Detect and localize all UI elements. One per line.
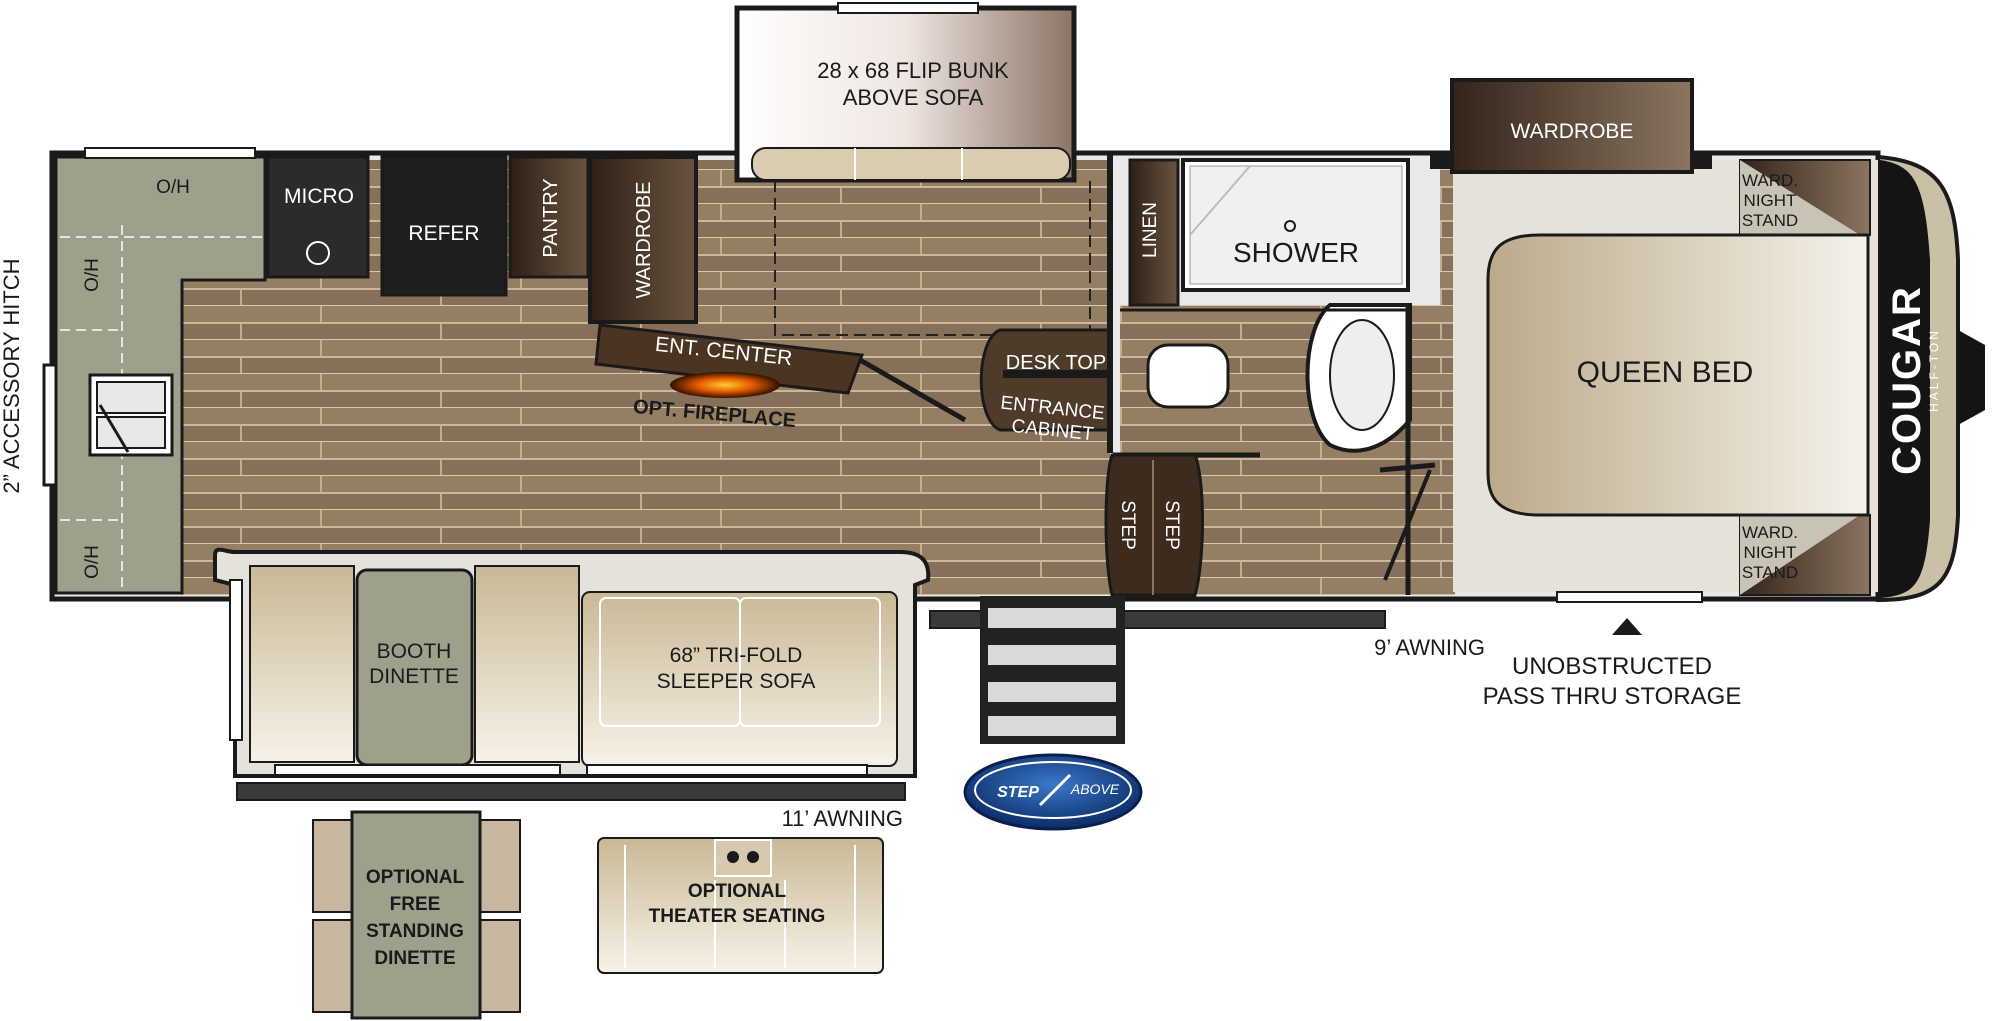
label-pass-thru-storage-2: PASS THRU STORAGE [1483,683,1742,710]
linen-closet [1128,158,1180,307]
toilet [1146,343,1230,409]
entry-steps [980,596,1125,744]
label-optional-dinette: OPTIONAL [366,867,465,888]
label-refer: REFER [408,222,479,245]
label-ward-night-stand-bot: WARD. [1742,523,1798,542]
label-oh-top: O/H [156,177,190,198]
hall-floor [1440,160,1455,595]
label-ward-night-stand-top-3: STAND [1742,211,1798,230]
label-ward-night-stand-top-2: NIGHT [1744,191,1797,210]
label-awning-9: 9’ AWNING [1374,635,1485,660]
step-above-logo [963,753,1143,831]
label-pantry: PANTRY [540,178,562,257]
label-flip-bunk-2: ABOVE SOFA [843,85,984,110]
shower-drain-icon [1284,220,1296,232]
step-above-logo-text-2: ABOVE [1070,781,1120,797]
label-booth-dinette: BOOTH [377,640,452,663]
label-optional-dinette-2: FREE [390,894,441,915]
label-sleeper-sofa-2: SLEEPER SOFA [657,670,816,693]
awning-11 [236,782,906,801]
bedroom-steps [1104,453,1204,597]
label-sleeper-sofa: 68” TRI-FOLD [670,644,803,667]
label-step-2: STEP [1161,500,1182,550]
label-bedroom-wardrobe: WARDROBE [1511,120,1634,143]
label-booth-dinette-2: DINETTE [369,665,459,688]
cup-holder-icon [747,851,759,863]
cooktop-burner-icon [306,241,330,265]
label-optional-theater: OPTIONAL [688,881,787,902]
label-flip-bunk: 28 x 68 FLIP BUNK [817,58,1009,83]
living-wardrobe [588,155,698,324]
label-step-1: STEP [1117,500,1138,550]
optional-dinette [312,810,521,1020]
cup-holder-icon [727,851,739,863]
label-oh-left-upper: O/H [82,258,103,292]
microwave [266,155,370,279]
label-shower: SHOWER [1233,237,1359,268]
label-awning-11: 11’ AWNING [782,806,903,831]
label-queen-bed: QUEEN BED [1577,356,1754,389]
label-living-wardrobe: WARDROBE [633,181,655,298]
label-optional-theater-2: THEATER SEATING [649,906,826,927]
label-desk-top: DESK TOP [1006,352,1106,374]
label-ward-night-stand-bot-2: NIGHT [1744,543,1797,562]
label-linen: LINEN [1140,202,1161,258]
entertainment-center [594,323,865,395]
brand-logo-subtext: HALF-TON [1927,328,1941,412]
label-optional-dinette-3: STANDING [366,921,464,942]
bedroom [1430,78,1878,635]
label-accessory-hitch: 2” ACCESSORY HITCH [0,258,24,493]
rear-slide [213,547,931,801]
label-pass-thru-storage: UNOBSTRUCTED [1512,653,1712,680]
pantry [508,155,590,279]
queen-bed [1486,233,1870,517]
refrigerator [380,155,508,297]
flip-bunk-slide [734,2,1091,336]
label-micro: MICRO [284,185,354,208]
entrance-cabinet [979,328,1112,432]
fireplace-icon [670,372,780,398]
optional-theater-seating [597,837,884,974]
brand-logo-text: COUGAR [1885,285,1929,475]
label-ward-night-stand-bot-3: STAND [1742,563,1798,582]
pass-thru-arrow-icon [1612,618,1642,635]
label-optional-dinette-4: DINETTE [374,948,455,969]
label-oh-left-lower: O/H [82,545,103,579]
kitchen-counter [54,147,267,595]
label-ward-night-stand-top: WARD. [1742,171,1798,190]
step-above-logo-text: STEP [997,784,1039,801]
